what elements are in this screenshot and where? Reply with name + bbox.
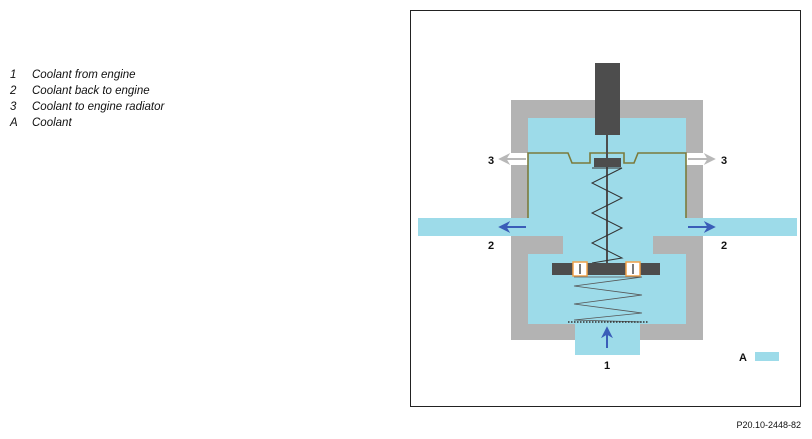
legend-key: 2 <box>10 85 17 97</box>
legend-item-a: A Coolant <box>10 115 164 131</box>
legend-text: Coolant back to engine <box>32 85 150 97</box>
legend-item-2: 2 Coolant back to engine <box>10 83 164 99</box>
lower-spring <box>573 276 643 323</box>
legend-key: 3 <box>10 101 17 113</box>
valve-disc <box>594 158 621 167</box>
label-1: 1 <box>604 360 610 372</box>
housing-wall-right <box>653 236 703 254</box>
legend-key: A <box>10 117 18 129</box>
label-3-right: 3 <box>721 155 727 167</box>
plunger <box>595 63 620 135</box>
label-2-left: 2 <box>488 240 494 252</box>
legend-item-3: 3 Coolant to engine radiator <box>10 99 164 115</box>
legend-text: Coolant to engine radiator <box>32 101 165 113</box>
label-2-right: 2 <box>721 240 727 252</box>
label-3-left: 3 <box>488 155 494 167</box>
figure-frame <box>410 10 801 407</box>
upper-spring <box>590 167 624 264</box>
label-a: A <box>739 352 747 364</box>
legend-text: Coolant <box>32 117 72 129</box>
legend-key: 1 <box>10 69 17 81</box>
outlet-channel-right <box>653 218 797 236</box>
housing-wall-left <box>511 236 563 254</box>
outlet-channel-left <box>418 218 563 236</box>
lower-valve-plate <box>552 263 660 275</box>
legend-text: Coolant from engine <box>32 69 136 81</box>
legend: 1 Coolant from engine 2 Coolant back to en… <box>10 67 164 131</box>
legend-item-1: 1 Coolant from engine <box>10 67 164 83</box>
coolant-key-swatch <box>755 352 779 361</box>
figure-id: P20.10-2448-82 <box>736 420 801 430</box>
